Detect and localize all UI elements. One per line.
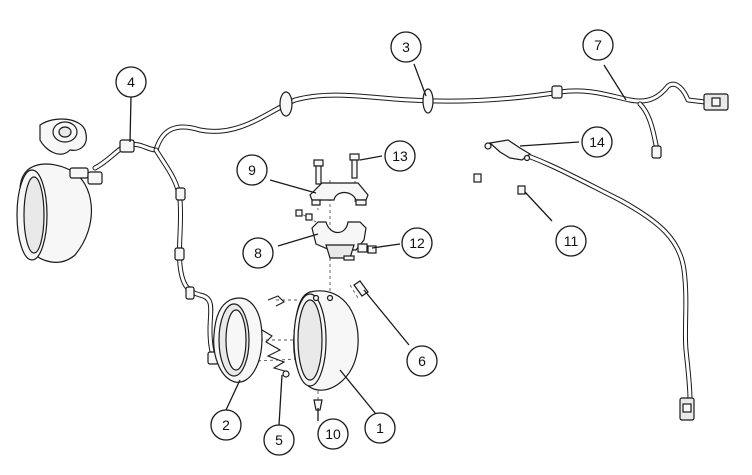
callout-2-label: 2 <box>222 417 230 433</box>
leader-lines <box>129 63 627 426</box>
mounting-bracket-group <box>295 153 377 261</box>
callout-4-label: 4 <box>127 74 135 90</box>
callout-7: 7 <box>582 29 614 61</box>
screw-part-10 <box>313 399 323 411</box>
screw-part-11 <box>517 185 526 195</box>
screws-part-12 <box>357 243 377 254</box>
callout-1-label: 1 <box>376 420 384 436</box>
callout-9: 9 <box>236 154 268 186</box>
screw-part-6 <box>353 280 369 297</box>
callout-11-label: 11 <box>564 233 579 249</box>
callout-3: 3 <box>390 31 422 63</box>
trim-ring-part-2 <box>213 297 263 383</box>
headlamp-housing-part-1 <box>293 290 359 391</box>
callout-6: 6 <box>406 345 438 377</box>
callout-14-label: 14 <box>589 134 605 150</box>
callout-5: 5 <box>263 424 295 456</box>
main-wiring-harness <box>92 81 729 365</box>
callout-10: 10 <box>317 418 349 450</box>
callout-13-label: 13 <box>392 148 408 164</box>
callout-6-label: 6 <box>418 353 426 369</box>
upper-clamp-part-9 <box>309 182 369 206</box>
callout-10-label: 10 <box>325 426 341 442</box>
callout-9-label: 9 <box>248 162 256 178</box>
center-headlamp-exploded <box>213 175 369 411</box>
callout-12: 12 <box>401 227 433 259</box>
mounted-headlamp-assembly <box>16 118 103 263</box>
callout-11: 11 <box>555 225 587 257</box>
callout-12-label: 12 <box>409 235 425 251</box>
callout-3-label: 3 <box>402 39 410 55</box>
callout-2: 2 <box>210 409 242 441</box>
bolts-part-13 <box>313 153 360 185</box>
callout-7-label: 7 <box>594 37 602 53</box>
small-screw <box>473 173 482 183</box>
callout-14: 14 <box>581 126 613 158</box>
retaining-spring-part-5 <box>261 295 290 378</box>
callout-1: 1 <box>364 412 396 444</box>
callout-8-label: 8 <box>254 245 262 261</box>
callout-8: 8 <box>242 237 274 269</box>
lower-clamp-part-8 <box>311 221 367 261</box>
callout-5-label: 5 <box>275 432 283 448</box>
right-harness-part-14 <box>484 139 695 421</box>
cable-tie-left <box>279 91 293 117</box>
callout-13: 13 <box>384 140 416 172</box>
callout-4: 4 <box>115 66 147 98</box>
